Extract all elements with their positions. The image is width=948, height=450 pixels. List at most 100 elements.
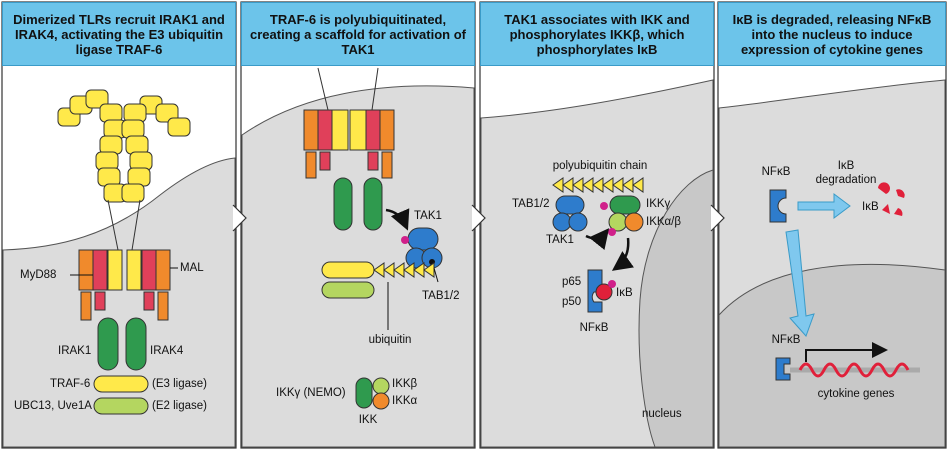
label-traf6: TRAF-6: [50, 378, 91, 390]
p2-tak1: [407, 227, 439, 251]
label-ikkb: IKKβ: [392, 378, 418, 390]
label-tab12: TAB1/2: [422, 290, 460, 302]
p4-ikb-fragments: [878, 182, 905, 216]
p2-stalk-c: [367, 151, 379, 171]
label-p4-nfkb-bottom: NFκB: [771, 334, 801, 346]
p4-nfkb-top: [769, 189, 787, 223]
p2-myd88-right: [365, 109, 381, 151]
traf6-shape: [93, 375, 149, 393]
label-ikka: IKKα: [392, 395, 418, 407]
p3-tak1-b: [568, 212, 588, 232]
label-myd88: MyD88: [20, 269, 57, 281]
p4-arrow-nucleus: [785, 229, 815, 337]
irak4-shape: [125, 317, 147, 371]
p2-myd88-left: [317, 109, 333, 151]
p2-mal-right: [379, 109, 395, 151]
label-e2-ligase: (E2 ligase): [152, 400, 207, 412]
p2-tab-pointer: [433, 267, 439, 283]
label-p3-ikb: IκB: [616, 287, 633, 299]
label-p65: p65: [562, 276, 582, 288]
p2-stalk-right: [371, 67, 379, 111]
label-ubc13: UBC13, Uve1A: [14, 400, 92, 412]
p2-irak4: [363, 177, 383, 231]
panel-1-cytoplasm: [2, 157, 236, 448]
tlr-stalk-left: [107, 199, 119, 251]
chevron-3-icon: [710, 204, 725, 232]
p3-ikkg: [609, 195, 641, 215]
label-p3-ikkg: IKKγ: [646, 198, 671, 210]
panel-2-header: TRAF-6 is polyubiquitinated, creating a …: [241, 2, 475, 66]
p2-phospho: [401, 236, 409, 244]
label-irak1: IRAK1: [58, 345, 92, 357]
label-p4-ikb: IκB: [862, 201, 879, 213]
tir-left: [107, 249, 123, 291]
label-p4-nfkb-top: NFκB: [761, 166, 791, 178]
myd88-left: [92, 249, 108, 291]
p2-arrow-tak1: [385, 208, 410, 231]
mal-left: [78, 249, 94, 291]
label-ikb-degradation-1: IκB: [837, 160, 855, 172]
p4-gene-helix: [798, 362, 910, 378]
tlr-stalk-right: [131, 199, 141, 251]
p4-arrow-degradation: [797, 193, 851, 219]
ubc13-shape: [93, 397, 149, 415]
p2-ubc13: [321, 281, 375, 299]
label-ikb-degradation-2: degradation: [815, 174, 877, 186]
p3-arrow-1: [585, 228, 610, 250]
label-tak1: TAK1: [414, 210, 442, 222]
mal-stalk-left: [80, 291, 92, 321]
label-ikkg-nemo: IKKγ (NEMO): [276, 387, 346, 399]
panel-3-header: TAK1 associates with IKK and phosphoryla…: [480, 2, 714, 66]
p4-transcription-arrow: [805, 342, 888, 362]
label-ikk: IKK: [358, 414, 378, 426]
panel-3-nucleus: [638, 169, 714, 448]
label-irak4: IRAK4: [150, 345, 184, 357]
panel-4-header: IκB is degraded, releasing NFκB into the…: [718, 2, 946, 66]
label-cytokine-genes: cytokine genes: [817, 388, 895, 400]
mal-stalk-right: [157, 291, 169, 321]
label-p50: p50: [562, 296, 582, 308]
label-nucleus: nucleus: [642, 408, 682, 420]
myd88-stalk-right: [143, 291, 155, 311]
p2-stalk-a: [305, 151, 317, 179]
p2-stalk-b: [319, 151, 331, 171]
panel-1-header: Dimerized TLRs recruit IRAK1 and IRAK4, …: [2, 2, 236, 66]
panel-4-nucleus: [718, 263, 946, 448]
label-polyubiquitin: polyubiquitin chain: [552, 160, 648, 172]
p2-ikkg: [355, 377, 373, 409]
p2-mal-left: [303, 109, 319, 151]
p2-stalk-d: [381, 151, 393, 179]
p4-nfkb-bound: [775, 357, 791, 381]
p3-phospho-a: [600, 202, 608, 210]
p3-tab: [555, 195, 585, 215]
label-p3-tak1: TAK1: [546, 234, 574, 246]
label-p3-tab12: TAB1/2: [512, 198, 550, 210]
p2-irak1: [333, 177, 353, 231]
p3-phospho-b: [608, 228, 616, 236]
p3-ikb-phospho: [608, 280, 616, 288]
p2-traf6: [321, 261, 375, 279]
p2-ikkb: [372, 377, 390, 395]
p3-tak1-a: [552, 212, 572, 232]
label-p3-nfkb: NFκB: [579, 322, 609, 334]
label-mal: MAL: [180, 262, 204, 274]
mal-right: [155, 249, 171, 291]
p3-polyubiquitin: [552, 177, 644, 193]
p2-tir-right: [349, 109, 367, 151]
p2-ubiquitin-chain: [373, 262, 435, 278]
p3-arrow-2: [611, 237, 635, 271]
label-e3-ligase: (E3 ligase): [152, 378, 207, 390]
myd88-right: [141, 249, 157, 291]
tlr-dimer: [57, 89, 191, 203]
chevron-1-icon: [232, 204, 247, 232]
p2-tir-left: [331, 109, 349, 151]
p3-ikka: [624, 212, 644, 232]
myd88-stalk-left: [94, 291, 106, 311]
label-p3-ikkab: IKKα/β: [646, 216, 681, 228]
p3-ikb: [595, 283, 613, 301]
irak1-shape: [97, 317, 119, 371]
p2-ikka: [372, 392, 390, 410]
tir-right: [126, 249, 142, 291]
chevron-2-icon: [471, 204, 486, 232]
